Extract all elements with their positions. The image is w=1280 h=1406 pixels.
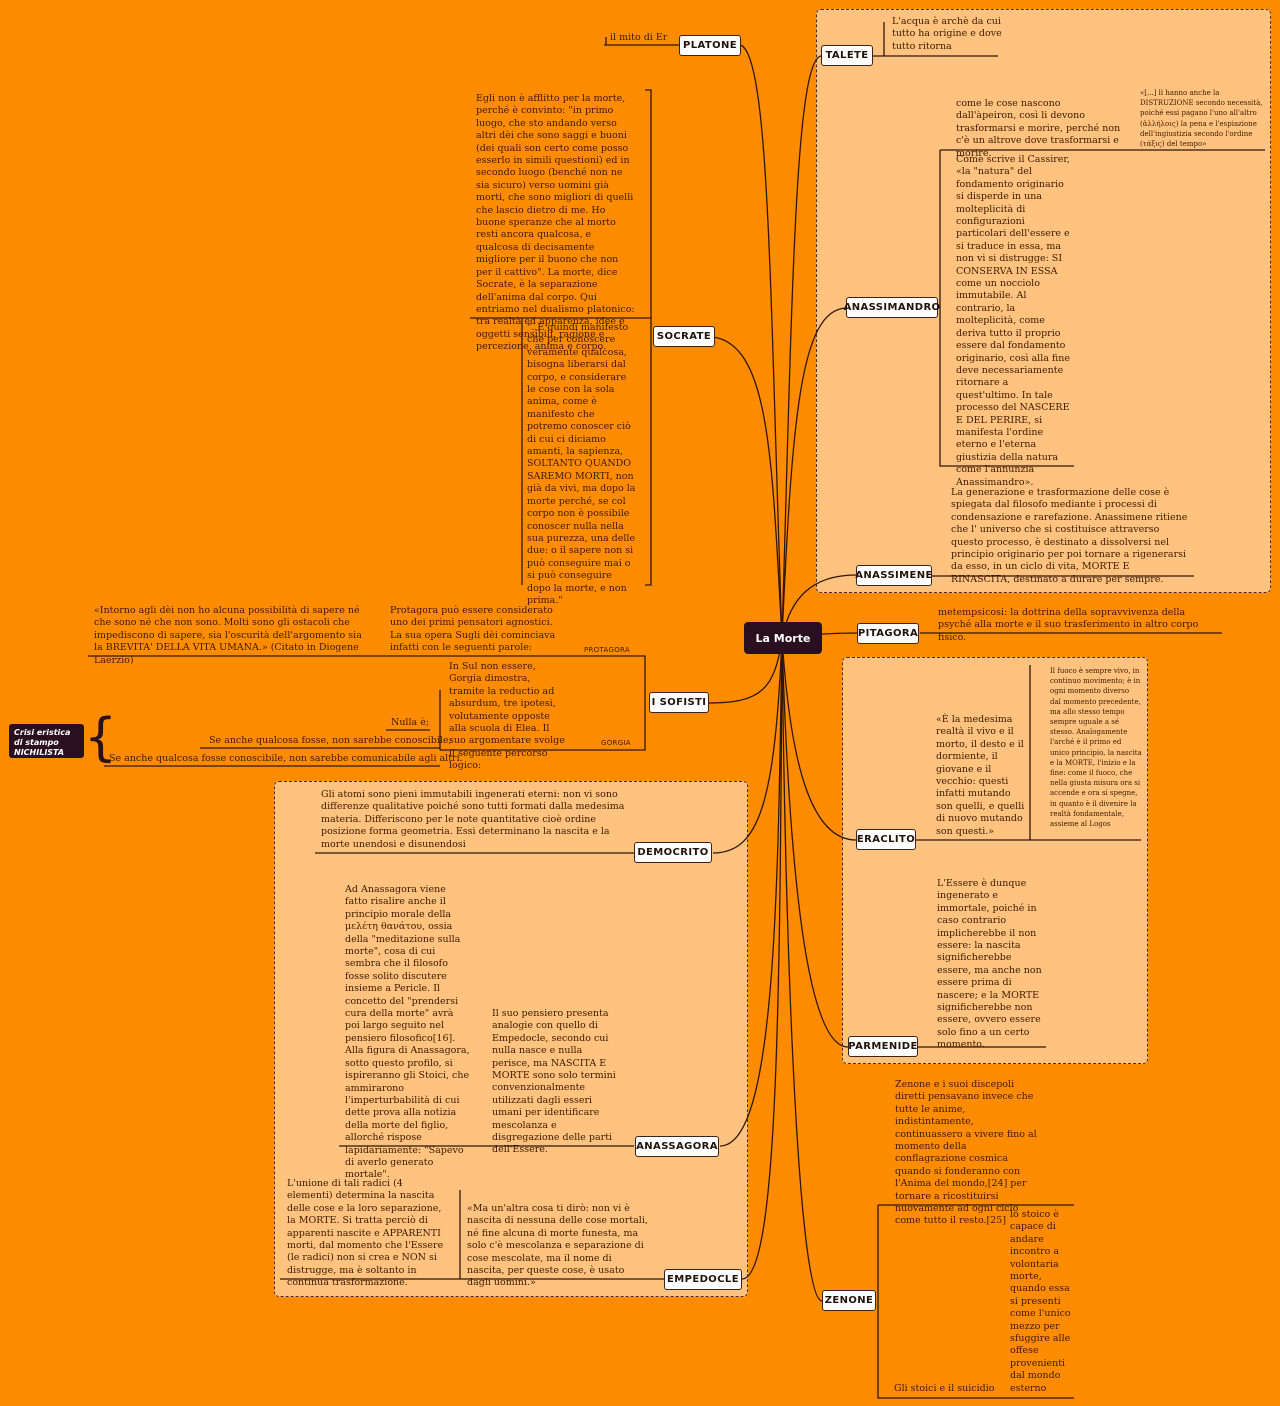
group-panel-pluralisti	[274, 781, 748, 1297]
zenone-text-1: Zenone e i suoi discepoli diretti pensav…	[895, 1079, 1037, 1227]
node-talete[interactable]: TALETE	[821, 45, 873, 66]
zenone-stoici-text: Gli stoici e il suicidio	[894, 1383, 995, 1394]
protagora-intro-text: Protagora può essere considerato uno dei…	[390, 605, 556, 654]
zenone-text-2: lo stoico è capace di andare incontro a …	[1010, 1209, 1071, 1394]
socrate-text-1: Egli non è afflitto per la morte, perché…	[476, 93, 635, 353]
empedocle-text-1: L'unione di tali radici (4 elementi) det…	[287, 1178, 444, 1289]
node-anassagora[interactable]: ANASSAGORA	[635, 1136, 719, 1157]
anassimandro-small-text: «[...] lì hanno anche la DISTRUZIONE sec…	[1140, 89, 1263, 149]
talete-text: L'acqua è archè da cui tutto ha origine …	[892, 16, 1002, 52]
node-pitagora[interactable]: PITAGORA	[857, 623, 919, 644]
socrate-text-2: "..È quindi manifesto che per conoscere …	[527, 322, 636, 606]
node-anassimene[interactable]: ANASSIMENE	[855, 565, 932, 586]
anassimene-text: La generazione e trasformazione delle co…	[951, 487, 1188, 585]
node-platone[interactable]: PLATONE	[679, 35, 741, 56]
node-zenone[interactable]: ZENONE	[822, 1290, 876, 1311]
gorgia-text: In Sul non essere, Gorgia dimostra, tram…	[449, 661, 565, 772]
group-panel-divenire	[842, 657, 1148, 1064]
gorgia-thesis-2: Se anche qualcosa fosse, non sarebbe con…	[209, 735, 452, 746]
democrito-text: Gli atomi sono pieni immutabili ingenera…	[321, 789, 625, 850]
anassagora-text-2: Il suo pensiero presenta analogie con qu…	[492, 1008, 616, 1156]
gorgia-thesis-1: Nulla è;	[391, 717, 430, 728]
protagora-quote-text: «Intorno agli dèi non ho alcuna possibil…	[94, 605, 362, 666]
node-anassimandro[interactable]: ANASSIMANDRO	[844, 297, 940, 318]
protagora-label: PROTAGORA	[584, 646, 630, 654]
crisi-eristica-tag[interactable]: Crisi eristica di stampo NICHILISTA	[9, 724, 84, 758]
anassimandro-text-2: Come scrive il Cassirer, «la "natura" de…	[956, 154, 1071, 488]
parmenide-text: L'Essere è dunque ingenerato e immortale…	[937, 878, 1042, 1051]
platone-mito-text: il mito di Er	[610, 32, 668, 43]
node-sofisti[interactable]: I SOFISTI	[649, 692, 709, 713]
node-eraclito[interactable]: ERACLITO	[856, 829, 916, 850]
empedocle-text-2: «Ma un'altra cosa ti dirò: non vi è nasc…	[467, 1203, 648, 1289]
anassimandro-text-1: come le cose nascono dall'àpeiron, così …	[956, 98, 1121, 159]
eraclito-text-1: «È la medesima realtà il vivo e il morto…	[936, 714, 1025, 837]
pitagora-text: metempsicosi: la dottrina della sopravvi…	[938, 607, 1199, 643]
node-empedocle[interactable]: EMPEDOCLE	[664, 1269, 742, 1290]
gorgia-label: GORGIA	[601, 739, 631, 747]
node-parmenide[interactable]: PARMENIDE	[848, 1036, 918, 1057]
node-socrate[interactable]: SOCRATE	[653, 326, 715, 347]
brace-icon: {	[84, 708, 118, 768]
node-democrito[interactable]: DEMOCRITO	[634, 842, 712, 863]
eraclito-small-text: Il fuoco è sempre vivo, in continuo movi…	[1050, 667, 1142, 829]
gorgia-thesis-3: Se anche qualcosa fosse conoscibile, non…	[109, 753, 463, 764]
anassagora-text-1: Ad Anassagora viene fatto risalire anche…	[345, 884, 470, 1181]
root-node-la-morte[interactable]: La Morte	[744, 622, 822, 654]
